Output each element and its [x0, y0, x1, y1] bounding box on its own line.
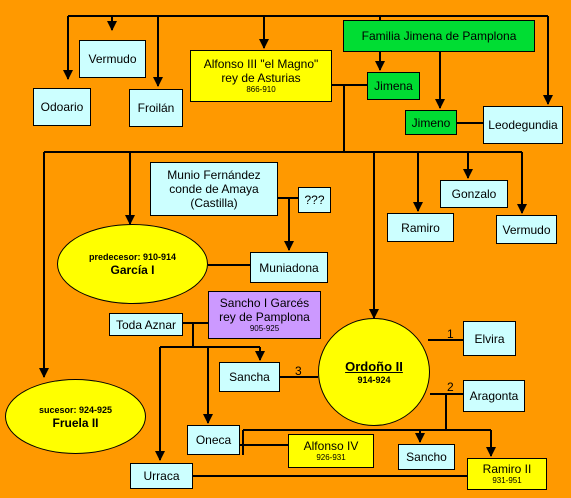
fruela-ii-ellipse: sucesor: 924-925 Fruela II [5, 379, 146, 454]
elvira-label: Elvira [474, 331, 505, 346]
toda-aznar-label: Toda Aznar [115, 317, 177, 332]
ramiro-ii-name: Ramiro II [482, 462, 532, 476]
ramiro-ii-dates: 931-951 [492, 476, 522, 485]
toda-aznar-box: Toda Aznar [109, 313, 183, 336]
muniadona-label: Muniadona [259, 260, 319, 275]
jimeno-box: Jimeno [405, 110, 457, 135]
munio-region: (Castilla) [190, 196, 238, 210]
fruela-name: Fruela II [52, 415, 99, 430]
fruela-successor-label: sucesor: 924-925 [38, 404, 113, 415]
jimena-label: Jimena [374, 79, 413, 93]
ordono-ii-ellipse: Ordoño II 914-924 [318, 318, 430, 426]
froilan-box: Froilán [129, 89, 183, 127]
sancho-bottom-label: Sancho [406, 450, 447, 464]
aragonta-box: Aragonta [463, 380, 525, 412]
familia-jimena-box: Familia Jimena de Pamplona [343, 20, 535, 52]
sancho-i-garces-box: Sancho I Garcés rey de Pamplona 905-925 [208, 291, 321, 339]
garcia-i-ellipse: predecesor: 910-914 García I [57, 224, 208, 304]
urraca-label: Urraca [143, 469, 180, 483]
ramiro-ii-box: Ramiro II 931-951 [467, 458, 547, 490]
sancho-bottom-box: Sancho [398, 444, 455, 470]
sancho-i-title: rey de Pamplona [219, 310, 310, 324]
odoario-label: Odoario [40, 100, 84, 114]
alfonso-iii-box: Alfonso III "el Magno" rey de Asturias 8… [190, 50, 332, 102]
oneca-box: Oneca [187, 425, 240, 455]
odoario-box: Odoario [33, 88, 91, 126]
leodegundia-label: Leodegundia [488, 118, 558, 132]
marriage-number-3: 3 [295, 364, 302, 378]
marriage-number-2: 2 [447, 380, 454, 394]
alfonso-iv-box: Alfonso IV 926-931 [288, 434, 374, 468]
jimena-box: Jimena [367, 72, 420, 100]
munio-title: conde de Amaya [169, 182, 259, 196]
garcia-predecessor-label: predecesor: 910-914 [88, 252, 177, 262]
munio-name: Munio Fernández [167, 168, 261, 182]
gonzalo-box: Gonzalo [440, 180, 508, 208]
jimeno-label: Jimeno [411, 115, 451, 130]
familia-jimena-label: Familia Jimena de Pamplona [361, 29, 517, 43]
sancho-i-name: Sancho I Garcés [219, 296, 310, 310]
alfonso-iii-title: rey de Asturias [221, 71, 301, 85]
sancho-i-dates: 905-925 [249, 324, 280, 333]
alfonso-iv-name: Alfonso IV [303, 439, 359, 453]
ramiro-label: Ramiro [401, 220, 440, 235]
froilan-label: Froilán [137, 101, 175, 115]
leodegundia-box: Leodegundia [483, 106, 563, 144]
ramiro-box: Ramiro [387, 213, 454, 242]
muniadona-box: Muniadona [250, 252, 328, 283]
unknown-spouse-label: ??? [304, 193, 325, 207]
sancha-box: Sancha [219, 362, 280, 392]
ordono-dates: 914-924 [357, 374, 391, 385]
ordono-name: Ordoño II [345, 358, 403, 374]
alfonso-iv-dates: 926-931 [316, 453, 346, 462]
garcia-name: García I [110, 263, 155, 277]
munio-fernandez-box: Munio Fernández conde de Amaya (Castilla… [150, 162, 278, 216]
urraca-box: Urraca [130, 463, 193, 489]
vermudo-right-label: Vermudo [502, 222, 551, 237]
vermudo-top-box: Vermudo [79, 40, 146, 78]
unknown-spouse-box: ??? [298, 187, 331, 213]
vermudo-top-label: Vermudo [88, 52, 137, 66]
marriage-number-1: 1 [447, 327, 454, 341]
aragonta-label: Aragonta [469, 389, 519, 403]
sancha-label: Sancha [229, 370, 270, 384]
oneca-label: Oneca [195, 433, 232, 447]
vermudo-right-box: Vermudo [496, 215, 557, 244]
alfonso-iii-name: Alfonso III "el Magno" [203, 57, 319, 71]
elvira-box: Elvira [463, 321, 516, 356]
alfonso-iii-dates: 866-910 [246, 85, 276, 94]
gonzalo-label: Gonzalo [451, 187, 497, 201]
